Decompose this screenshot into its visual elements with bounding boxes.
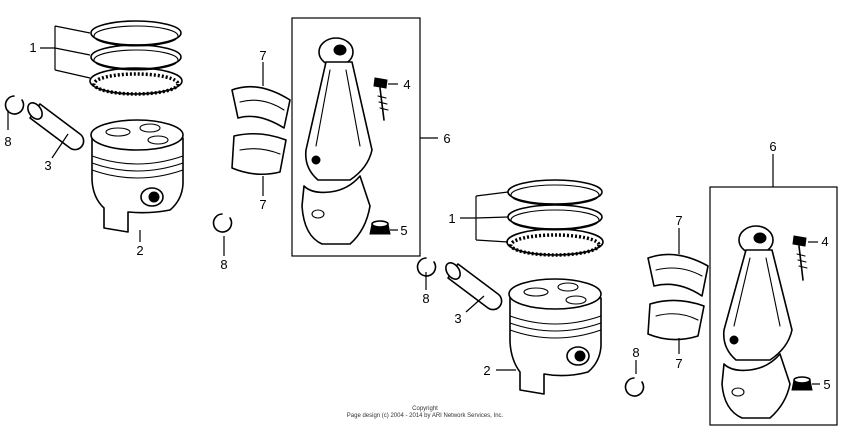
callout-8-a-left: 8 — [4, 134, 11, 149]
copyright-label: Copyright — [412, 406, 438, 412]
piston-b — [508, 278, 602, 395]
assembly-a: 1 8 3 2 7 7 8 4 5 6 — [4, 17, 451, 272]
circlip-a-mid — [212, 213, 233, 233]
callout-8-b-left: 8 — [422, 291, 429, 306]
bearing-shell-a-lower — [231, 132, 287, 176]
circlip-b-left — [416, 257, 437, 277]
callout-7-b-bottom: 7 — [675, 356, 682, 371]
connecting-rod-a — [304, 37, 373, 181]
piston-ring-b-top — [507, 179, 603, 206]
conrod-box-a — [291, 17, 421, 257]
circlip-a-left — [4, 95, 25, 115]
callout-7-b-top: 7 — [675, 213, 682, 228]
callout-5-a: 5 — [400, 223, 407, 238]
piston-ring-a-oil — [89, 67, 183, 96]
bearing-shell-b-upper — [647, 253, 709, 297]
callout-4-a: 4 — [403, 77, 410, 92]
bearing-shell-a-upper — [231, 85, 291, 129]
circlip-b-right — [624, 377, 645, 397]
callout-3-b: 3 — [454, 311, 461, 326]
callout-6-b: 6 — [769, 139, 776, 154]
connecting-rod-b — [722, 225, 793, 361]
callout-2-b: 2 — [483, 363, 490, 378]
piston-pin-a — [27, 102, 85, 151]
callout-2-a: 2 — [136, 243, 143, 258]
callout-1-b: 1 — [448, 211, 455, 226]
rod-cap-a — [301, 175, 371, 245]
piston-ring-a-top — [90, 20, 182, 47]
piston-ring-set-b — [506, 179, 604, 257]
nut-a — [369, 220, 391, 235]
callout-6-a: 6 — [443, 131, 450, 146]
piston-ring-set-a — [89, 20, 183, 96]
piston-ring-b-mid — [507, 204, 603, 231]
callout-8-b-right: 8 — [632, 345, 639, 360]
callout-5-b: 5 — [823, 377, 830, 392]
bearing-shell-b-lower — [647, 299, 705, 341]
bolt-a — [373, 77, 389, 121]
piston-ring-b-oil — [506, 228, 604, 257]
rod-cap-b — [721, 353, 791, 419]
piston-ring-a-mid — [90, 44, 182, 71]
assembly-b: 1 8 3 2 7 7 8 4 5 6 — [416, 139, 838, 426]
piston-pin-b — [445, 262, 503, 311]
callout-7-a-bottom: 7 — [259, 197, 266, 212]
copyright-footer: Copyright Page design (c) 2004 - 2014 by… — [0, 406, 850, 420]
callout-4-b: 4 — [821, 234, 828, 249]
nut-b — [791, 376, 813, 391]
bolt-b — [792, 235, 808, 281]
callout-1-a: 1 — [29, 40, 36, 55]
callout-3-a: 3 — [44, 158, 51, 173]
callout-8-a-mid: 8 — [220, 257, 227, 272]
piston-a — [90, 119, 184, 233]
callout-7-a-top: 7 — [259, 48, 266, 63]
copyright-notice: Page design (c) 2004 - 2014 by ARI Netwo… — [346, 413, 504, 419]
